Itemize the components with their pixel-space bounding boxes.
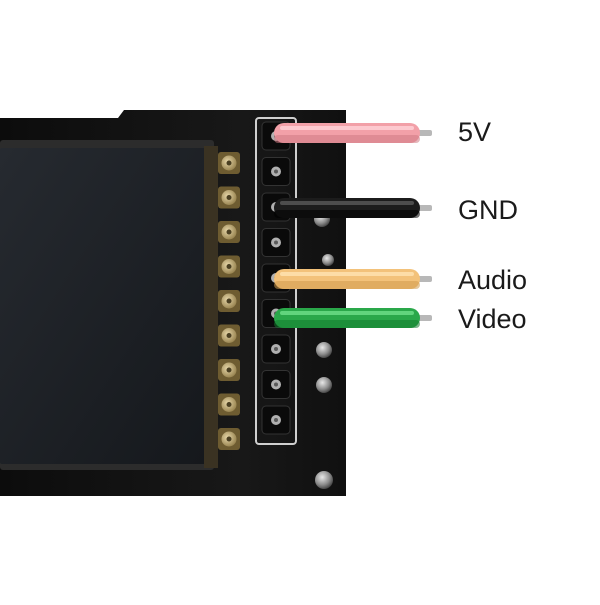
label-gnd: GND xyxy=(458,195,518,225)
label-5v: 5V xyxy=(458,117,492,147)
wire-audio xyxy=(274,269,432,289)
screen-flex xyxy=(204,146,218,468)
solder-pad xyxy=(218,255,240,278)
solder-pad xyxy=(218,186,240,209)
solder-pad xyxy=(218,393,240,416)
lcd-screen xyxy=(0,148,206,464)
wire-gnd xyxy=(274,198,432,218)
screw xyxy=(316,342,332,358)
header-pin xyxy=(261,405,291,435)
solder-pad xyxy=(218,324,240,347)
solder-pad-column xyxy=(218,152,240,450)
screw xyxy=(316,377,332,393)
screw xyxy=(315,471,333,489)
solder-pad xyxy=(218,221,240,243)
header-pin xyxy=(261,334,291,364)
solder-pad xyxy=(218,152,240,174)
solder-pad xyxy=(218,359,240,381)
header-pin xyxy=(261,157,291,186)
header-pin xyxy=(261,228,291,257)
label-video: Video xyxy=(458,304,527,334)
wire-video xyxy=(274,308,432,328)
screw xyxy=(322,254,334,266)
header-pin xyxy=(261,370,291,399)
wire-group xyxy=(274,123,432,328)
label-audio: Audio xyxy=(458,265,528,295)
solder-pad xyxy=(218,428,240,450)
solder-pad xyxy=(218,290,240,312)
wire-5v xyxy=(274,123,432,143)
